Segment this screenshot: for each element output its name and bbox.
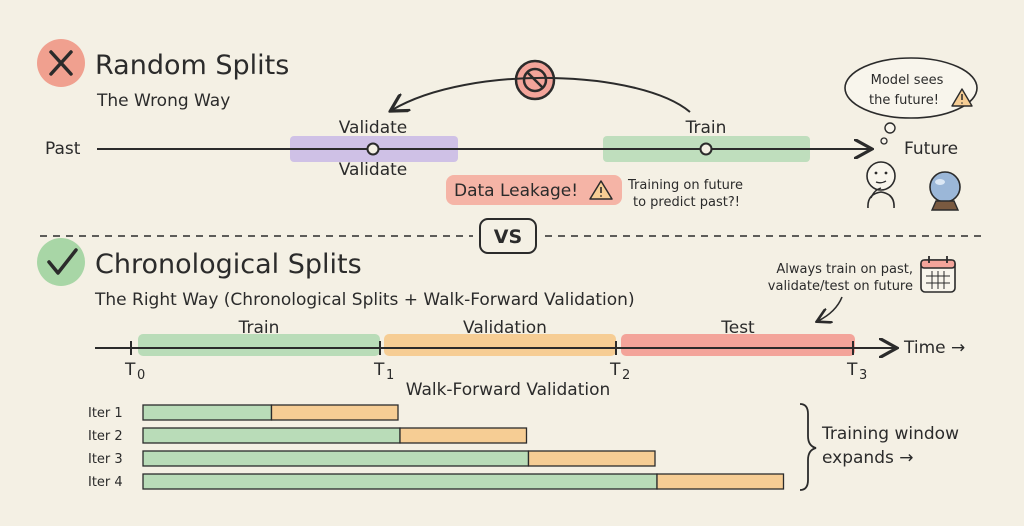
svg-text:2: 2: [622, 368, 630, 383]
tick-t3: T 3: [846, 341, 867, 383]
walk-forward-title: Walk-Forward Validation: [406, 380, 611, 400]
segment-label-train: Train: [238, 318, 280, 338]
x-icon: [37, 39, 85, 87]
iter-4-train-window: [142, 473, 658, 490]
warning-icon: [951, 88, 973, 107]
iter-label-3: Iter 3: [88, 452, 123, 467]
calendar-icon: [920, 256, 956, 293]
note-arrow: [818, 296, 843, 321]
walk-forward-rows: Iter 1 Iter 2 Iter 3 Iter 4: [88, 404, 785, 490]
thought-line-2: the future!: [869, 93, 939, 108]
svg-text:1: 1: [386, 368, 394, 383]
leak-note-line-2: to predict past?!: [633, 195, 740, 210]
random-splits-subtitle: The Wrong Way: [96, 91, 230, 111]
chrono-subtitle: The Right Way (Chronological Splits + Wa…: [94, 290, 635, 310]
past-label: Past: [45, 139, 81, 159]
tick-t0: T 0: [124, 341, 145, 383]
crystal-ball-icon: [929, 171, 961, 211]
future-label: Future: [904, 139, 958, 159]
svg-text:0: 0: [137, 368, 145, 383]
svg-text:T: T: [846, 360, 858, 380]
train-label: Train: [685, 118, 727, 138]
svg-text:T: T: [124, 360, 136, 380]
data-leakage-label: Data Leakage!: [454, 181, 578, 201]
tick-t2: T 2: [609, 341, 630, 383]
data-leakage-badge: [446, 175, 622, 205]
leak-note-line-1: Training on future: [627, 178, 743, 193]
thought-line-1: Model sees: [871, 73, 944, 88]
svg-text:3: 3: [859, 368, 867, 383]
iter-1-train-window: [142, 404, 273, 421]
iter-label-2: Iter 2: [88, 429, 123, 444]
validate-point: [366, 142, 380, 156]
leak-arrow: [392, 76, 691, 113]
train-segment: [138, 334, 380, 356]
random-splits-title: Random Splits: [95, 50, 289, 81]
iter-2-train-window: [142, 427, 401, 444]
training-window-brace: [799, 403, 817, 491]
iter-label-1: Iter 1: [88, 406, 123, 421]
train-point: [699, 142, 713, 156]
check-icon: [37, 238, 85, 286]
iter-label-4: Iter 4: [88, 475, 123, 490]
iter-2-validation-window: [399, 427, 528, 444]
iter-3-train-window: [142, 450, 530, 467]
time-label: Time →: [903, 338, 965, 358]
svg-text:T: T: [609, 360, 621, 380]
brace-line-2: expands →: [822, 448, 914, 468]
iter-3-validation-window: [527, 450, 656, 467]
validation-segment: [384, 334, 616, 356]
iter-1-validation-window: [270, 404, 399, 421]
validate-label-bottom: Validate: [339, 160, 408, 180]
no-entry-icon: [514, 59, 556, 101]
chrono-note-line-1: Always train on past,: [776, 262, 913, 277]
test-segment: [621, 334, 855, 356]
tick-t1: T 1: [373, 341, 394, 383]
vs-label: VS: [494, 226, 522, 248]
svg-text:T: T: [373, 360, 385, 380]
chrono-title: Chronological Splits: [95, 249, 362, 280]
validate-label-top: Validate: [339, 118, 408, 138]
brace-line-1: Training window: [821, 424, 959, 444]
iter-4-validation-window: [656, 473, 785, 490]
thinking-face-icon: [866, 161, 896, 209]
warning-icon: [589, 180, 613, 200]
segment-label-test: Test: [720, 318, 755, 338]
vs-badge: [479, 218, 537, 254]
segment-label-validation: Validation: [463, 318, 547, 338]
thought-bubble: [844, 57, 978, 145]
chrono-note-line-2: validate/test on future: [768, 279, 913, 294]
